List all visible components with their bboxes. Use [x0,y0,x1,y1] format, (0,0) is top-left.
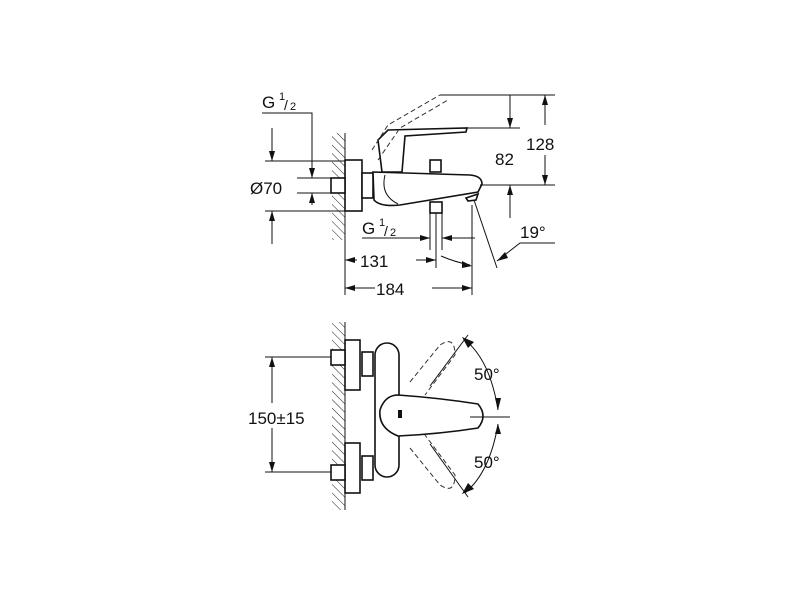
body-contour [383,174,399,205]
hex-nut-lower [361,455,374,481]
svg-text:2: 2 [290,101,296,113]
lever-logo [398,410,402,418]
dim-150-15: 150±15 [248,409,305,428]
svg-text:/: / [284,97,288,113]
dim-82: 82 [495,150,514,169]
svg-text:1: 1 [279,91,285,103]
lever-dashed-up [409,341,456,396]
thread-outlet-label: G 1 / 2 [362,217,396,239]
lever-top [379,394,484,437]
inlet-nut-upper [330,349,346,366]
svg-text:2: 2 [390,227,396,239]
inlet-nut [330,177,346,194]
hex-nut-upper [361,351,374,377]
svg-text:/: / [384,223,388,239]
top-view: 50° 50° 150±15 [248,322,510,510]
hex-nut [361,172,374,199]
svg-text:1: 1 [379,217,385,229]
spout-aerator [464,192,480,202]
thread-inlet-label: G 1 / 2 [262,91,296,113]
inlet-nut-lower [330,464,346,481]
outlet-connector [429,201,443,214]
mixer-body [372,171,483,207]
lever-dashed-position [371,94,449,161]
angle-50-up: 50° [474,365,500,384]
svg-text:G: G [262,93,275,112]
lever-dashed-down [409,434,456,489]
side-view: G 1 / 2 Ø70 82 128 G [250,91,555,299]
escutcheon-lower [344,442,361,494]
dim-184: 184 [376,280,404,299]
wall-hatch [332,322,345,510]
angle-50-down: 50° [474,453,500,472]
diverter-knob [429,159,442,173]
dim-131: 131 [360,252,388,271]
diameter-label: Ø70 [250,179,282,198]
escutcheon [344,159,363,212]
svg-text:G: G [362,219,375,238]
angle-19: 19° [520,223,546,242]
escutcheon-upper [344,339,361,391]
dim-128: 128 [526,135,554,154]
lever [377,127,469,173]
